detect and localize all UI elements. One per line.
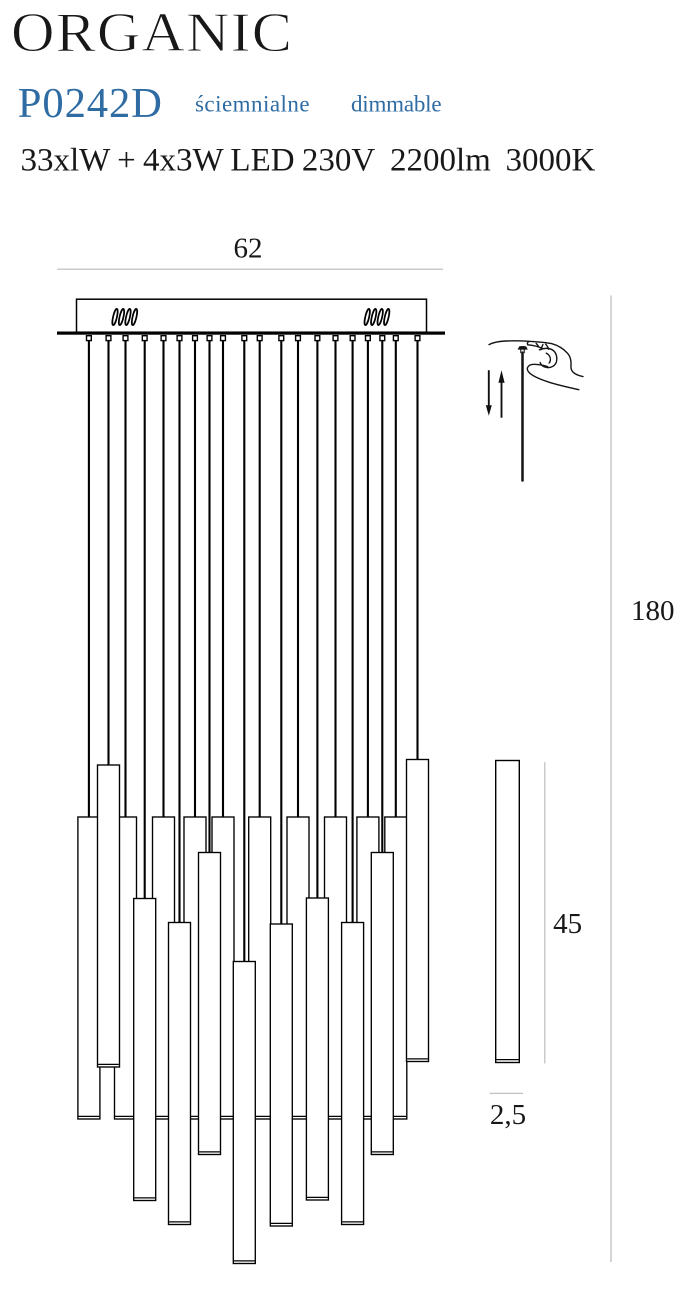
svg-text:62: 62 — [234, 233, 263, 265]
svg-text:P0242D: P0242D — [18, 80, 163, 127]
svg-text:dimmable: dimmable — [351, 92, 441, 117]
svg-text:2,5: 2,5 — [490, 1099, 526, 1131]
svg-text:45: 45 — [553, 908, 582, 940]
svg-text:180: 180 — [631, 595, 675, 627]
svg-text:ściemnialne: ściemnialne — [195, 92, 310, 117]
svg-text:33xlW + 4x3W LED 230V 2200lm: 33xlW + 4x3W LED 230V 2200lm 3000K — [21, 143, 596, 179]
svg-text:ORGANIC: ORGANIC — [11, 2, 293, 64]
